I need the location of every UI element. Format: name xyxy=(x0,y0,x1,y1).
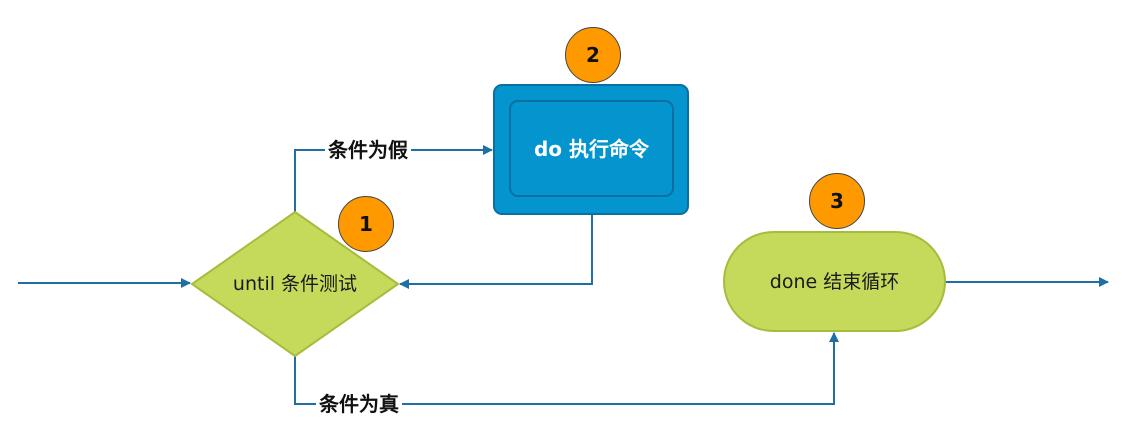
true-branch-connector xyxy=(294,332,839,405)
true-branch-label: 条件为真 xyxy=(316,391,402,417)
false-branch-label: 条件为假 xyxy=(325,137,411,163)
step-badge-3: 3 xyxy=(809,173,865,229)
process-inner-box xyxy=(509,100,674,197)
step-badge-1: 1 xyxy=(338,196,394,252)
process-label: do 执行命令 xyxy=(533,137,650,161)
loop-back-connector xyxy=(399,214,593,289)
decision-diamond xyxy=(190,210,400,358)
step-badge-2: 2 xyxy=(565,27,621,83)
process-box xyxy=(493,84,689,215)
decision-label: until 条件测试 xyxy=(232,273,358,295)
terminal-label: done 结束循环 xyxy=(769,271,900,293)
false-branch-connector xyxy=(294,145,493,212)
terminal-stadium xyxy=(723,231,946,332)
